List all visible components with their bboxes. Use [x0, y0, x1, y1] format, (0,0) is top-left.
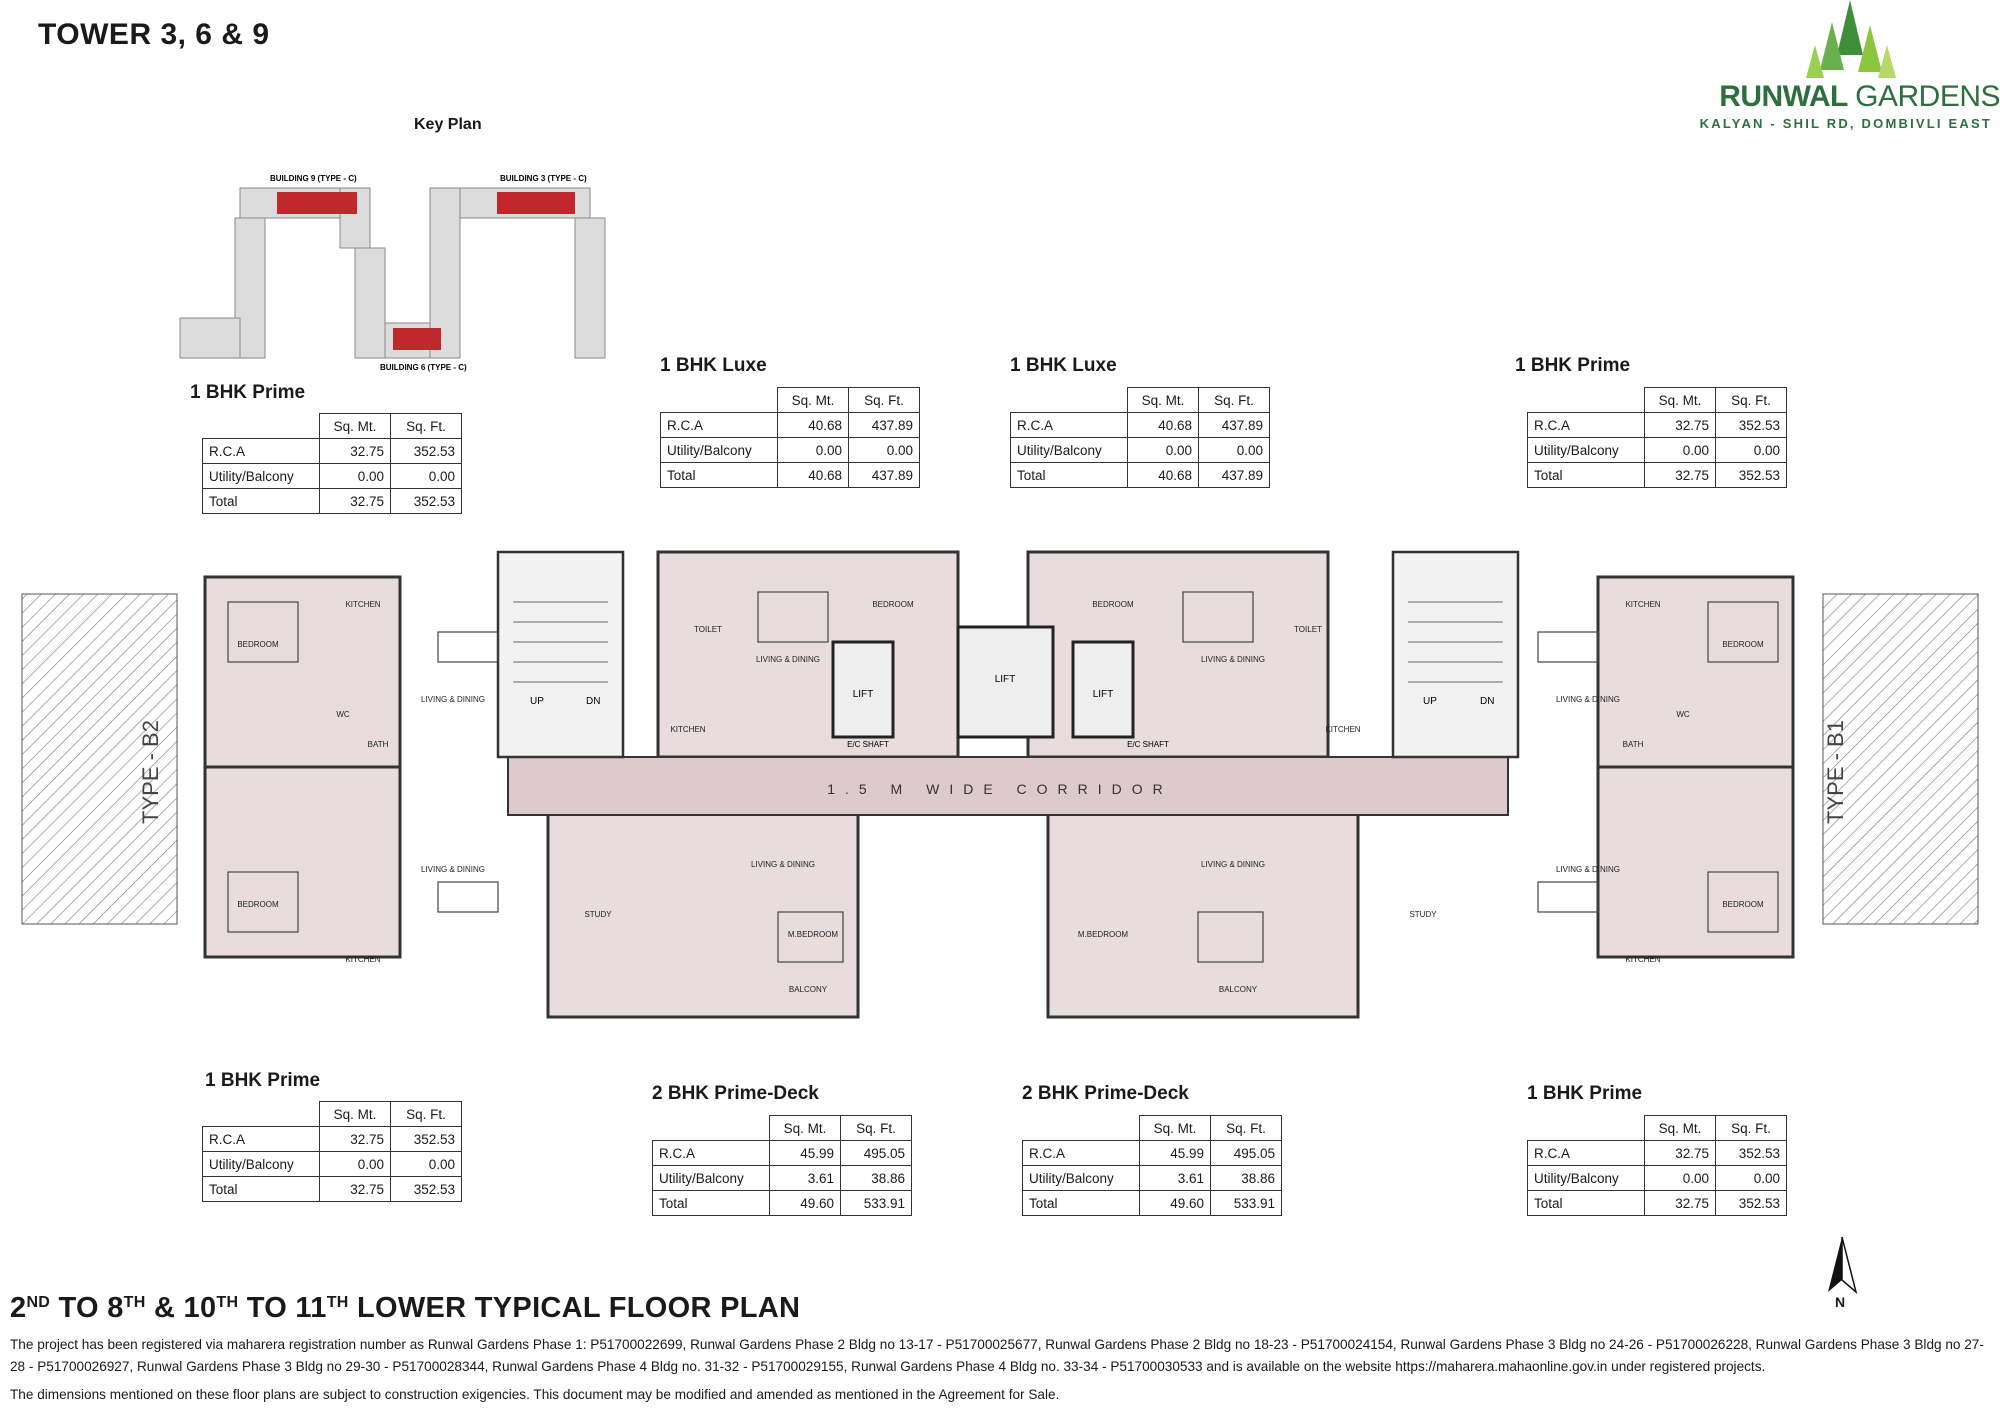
svg-text:LIVING & DINING: LIVING & DINING [1556, 695, 1620, 704]
unit-title: 1 BHK Luxe [660, 355, 767, 376]
stair-up-label: UP [530, 696, 544, 707]
svg-text:KITCHEN: KITCHEN [345, 955, 380, 964]
key-plan-diagram: BUILDING 9 (TYPE - C) BUILDING 3 (TYPE -… [179, 174, 606, 372]
svg-text:BEDROOM: BEDROOM [1092, 600, 1134, 609]
stair-down-label: DN [1480, 696, 1494, 707]
svg-text:STUDY: STUDY [584, 910, 612, 919]
svg-text:LIVING & DINING: LIVING & DINING [1201, 860, 1265, 869]
corridor-label: 1.5 M WIDE CORRIDOR [827, 781, 1173, 797]
unit-title: 1 BHK Prime [205, 1070, 321, 1091]
svg-text:BATH: BATH [1623, 740, 1644, 749]
key-plan-label: BUILDING 3 (TYPE - C) [500, 174, 587, 183]
svg-text:KITCHEN: KITCHEN [1325, 725, 1360, 734]
svg-text:KITCHEN: KITCHEN [1625, 955, 1660, 964]
svg-text:TOILET: TOILET [694, 625, 722, 634]
svg-text:BALCONY: BALCONY [789, 985, 828, 994]
svg-text:BEDROOM: BEDROOM [237, 900, 279, 909]
key-plan-label: BUILDING 6 (TYPE - C) [380, 363, 467, 372]
unit-title: 1 BHK Prime [1527, 1083, 1643, 1104]
shaft-label: E/C SHAFT [847, 740, 889, 749]
lift-label: LIFT [1093, 689, 1114, 700]
svg-text:BEDROOM: BEDROOM [1722, 900, 1764, 909]
svg-text:BALCONY: BALCONY [1219, 985, 1258, 994]
north-label: N [1835, 1294, 1846, 1310]
svg-text:LIVING & DINING: LIVING & DINING [1556, 865, 1620, 874]
page-title: TOWER 3, 6 & 9 [38, 18, 270, 51]
floor-plan-title: 2ND TO 8TH & 10TH TO 11TH LOWER TYPICAL … [10, 1292, 801, 1324]
key-plan-title: Key Plan [414, 116, 482, 133]
unit-title: 1 BHK Prime [190, 382, 306, 403]
unit-title: 2 BHK Prime-Deck [652, 1083, 819, 1104]
svg-text:WC: WC [336, 710, 350, 719]
svg-text:LIVING & DINING: LIVING & DINING [421, 865, 485, 874]
svg-text:LIVING & DINING: LIVING & DINING [756, 655, 820, 664]
type-b2-label: TYPE - B2 [138, 720, 163, 824]
stair-down-label: DN [586, 696, 600, 707]
unit-title: 2 BHK Prime-Deck [1022, 1083, 1189, 1104]
svg-text:BATH: BATH [368, 740, 389, 749]
brand-name: RUNWAL GARDENS [1719, 80, 2000, 113]
unit-title: 1 BHK Prime [1515, 355, 1631, 376]
svg-text:KITCHEN: KITCHEN [345, 600, 380, 609]
unit-title: 1 BHK Luxe [1010, 355, 1117, 376]
registration-text: The project has been registered via maha… [10, 1337, 1984, 1374]
svg-text:LIVING & DINING: LIVING & DINING [1201, 655, 1265, 664]
stair-up-label: UP [1423, 696, 1437, 707]
north-arrow-icon [1828, 1236, 1858, 1295]
brand-location: KALYAN - SHIL RD, DOMBIVLI EAST [1699, 116, 1992, 131]
svg-text:LIVING & DINING: LIVING & DINING [751, 860, 815, 869]
svg-text:BEDROOM: BEDROOM [872, 600, 914, 609]
svg-text:BEDROOM: BEDROOM [237, 640, 279, 649]
lift-label: LIFT [995, 674, 1016, 685]
svg-text:KITCHEN: KITCHEN [670, 725, 705, 734]
disclaimer-text: The dimensions mentioned on these floor … [10, 1387, 1060, 1402]
svg-text:M.BEDROOM: M.BEDROOM [1078, 930, 1129, 939]
tree-logo-icon [1806, 0, 1896, 78]
lift-label: LIFT [853, 689, 874, 700]
key-plan-label: BUILDING 9 (TYPE - C) [270, 174, 357, 183]
svg-text:WC: WC [1676, 710, 1690, 719]
svg-text:BEDROOM: BEDROOM [1722, 640, 1764, 649]
svg-text:KITCHEN: KITCHEN [1625, 600, 1660, 609]
svg-text:M.BEDROOM: M.BEDROOM [788, 930, 839, 939]
svg-text:TOILET: TOILET [1294, 625, 1322, 634]
svg-text:STUDY: STUDY [1409, 910, 1437, 919]
svg-text:LIVING & DINING: LIVING & DINING [421, 695, 485, 704]
floor-plan-diagram: TYPE - B2 TYPE - B1 1.5 M WIDE CORRIDOR … [21, 550, 1979, 1019]
shaft-label: E/C SHAFT [1127, 740, 1169, 749]
type-b1-label: TYPE - B1 [1823, 720, 1848, 824]
